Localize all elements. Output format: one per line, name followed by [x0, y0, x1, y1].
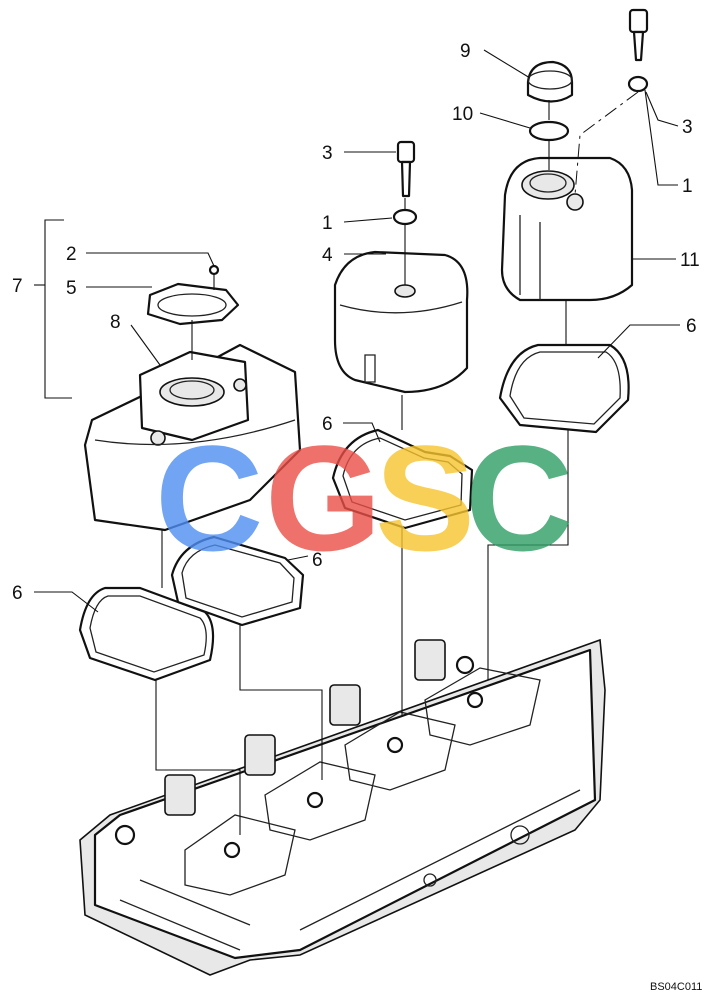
- watermark-letter: G: [265, 414, 382, 582]
- gasket-middle: [331, 428, 474, 530]
- callout-11: 11: [680, 250, 700, 271]
- gasket-center: [170, 535, 305, 627]
- gasket-right: [498, 343, 630, 434]
- assembly-lines: [155, 100, 569, 835]
- callout-9: 9: [460, 41, 471, 62]
- cylinder-head: [79, 638, 606, 976]
- callout-2: 2: [66, 244, 77, 265]
- watermark-letter: C: [155, 414, 263, 582]
- callout-6-right: 6: [686, 316, 697, 337]
- callout-leaders: [34, 49, 680, 613]
- gasket-plate: [146, 282, 240, 326]
- callout-4: 4: [322, 245, 333, 266]
- bolt-right: [628, 8, 649, 62]
- washer-right: [627, 75, 649, 93]
- watermark-letter: S: [375, 414, 475, 582]
- oil-filler-cap: [526, 60, 574, 103]
- callout-6-middle: 6: [322, 414, 333, 435]
- filler-cap-seal: [528, 120, 570, 142]
- callout-10: 10: [452, 104, 473, 125]
- callout-7: 7: [12, 276, 23, 297]
- callout-1-right: 1: [682, 176, 693, 197]
- callout-3-middle: 3: [322, 143, 333, 164]
- callout-6-left: 6: [12, 583, 23, 604]
- callout-3-right: 3: [682, 117, 693, 138]
- screw: [208, 264, 220, 276]
- washer-middle: [392, 208, 418, 226]
- drawing-code: BS04C011: [650, 981, 702, 993]
- cgsc-watermark: C G S C: [155, 414, 573, 582]
- callout-1-middle: 1: [322, 213, 333, 234]
- rocker-cover-left: [83, 343, 302, 532]
- callout-6-center: 6: [312, 550, 323, 571]
- callouts: 9 10 3 1 11 6 3 1 4 6 2 5 7 8 6 6: [12, 41, 700, 604]
- rocker-cover-middle: [333, 250, 469, 394]
- callout-5: 5: [66, 278, 77, 299]
- rocker-cover-right: [500, 156, 634, 302]
- callout-8: 8: [110, 312, 121, 333]
- bolt-middle: [396, 140, 416, 198]
- watermark-letter: C: [465, 414, 573, 582]
